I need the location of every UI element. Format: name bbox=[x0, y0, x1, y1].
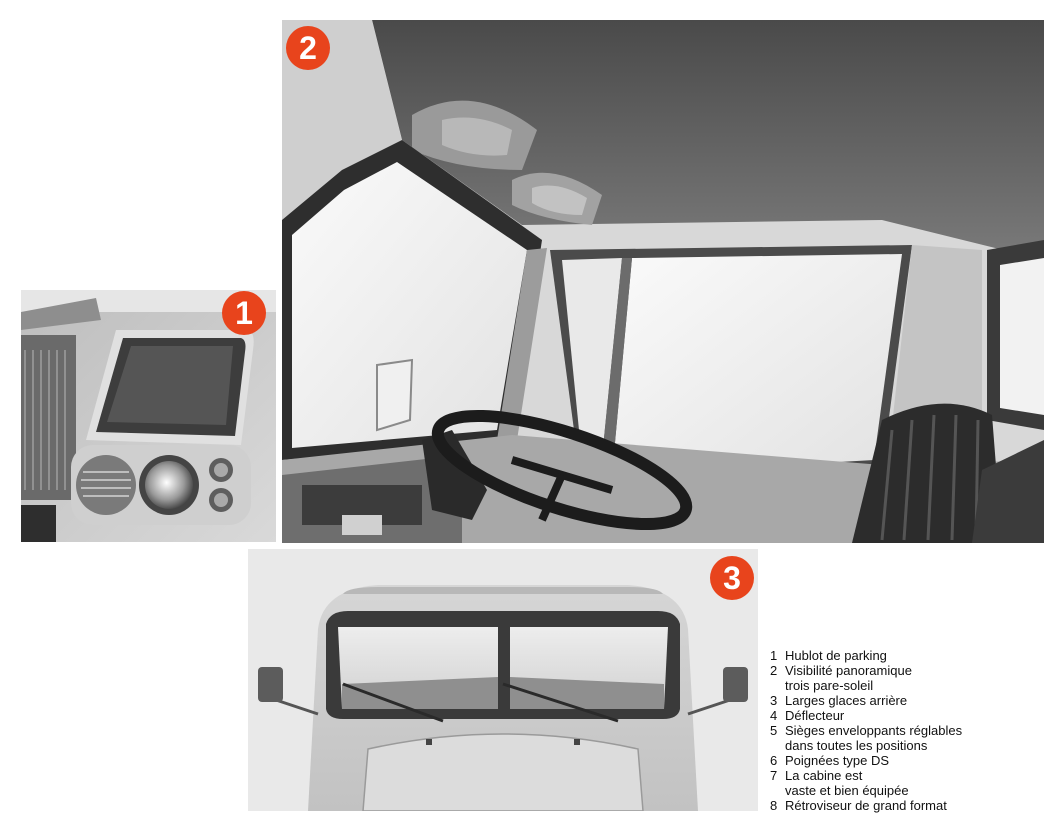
legend-number: 5 bbox=[770, 723, 778, 738]
photo-cab-front-image bbox=[248, 549, 758, 811]
legend-number: 3 bbox=[770, 693, 778, 708]
legend-item: 6 Poignées type DS bbox=[770, 753, 1046, 768]
legend-number: 7 bbox=[770, 768, 778, 783]
legend-text: Déflecteur bbox=[785, 708, 845, 723]
legend-text: Larges glaces arrière bbox=[785, 693, 908, 708]
badge-1: 1 bbox=[222, 291, 266, 335]
legend-text: vaste et bien équipée bbox=[785, 783, 909, 798]
legend-item: 8 Rétroviseur de grand format bbox=[770, 798, 1046, 813]
legend-number: 4 bbox=[770, 708, 778, 723]
feature-legend: 1 Hublot de parking 2 Visibilité panoram… bbox=[770, 648, 1046, 813]
photo-cab-front bbox=[248, 549, 758, 811]
legend-text: trois pare-soleil bbox=[785, 678, 874, 693]
legend-number: 1 bbox=[770, 648, 778, 663]
legend-text: dans toutes les positions bbox=[785, 738, 928, 753]
legend-text: Rétroviseur de grand format bbox=[785, 798, 947, 813]
legend-item: 2 Visibilité panoramique trois pare-sole… bbox=[770, 663, 1046, 693]
badge-3: 3 bbox=[710, 556, 754, 600]
legend-text: Poignées type DS bbox=[785, 753, 890, 768]
legend-item: 3 Larges glaces arrière bbox=[770, 693, 1046, 708]
legend-text: Sièges enveloppants réglables bbox=[785, 723, 963, 738]
legend-item: 1 Hublot de parking bbox=[770, 648, 1046, 663]
legend-item: 5 Sièges enveloppants réglables dans tou… bbox=[770, 723, 1046, 753]
legend-item: 7 La cabine est vaste et bien équipée bbox=[770, 768, 1046, 798]
legend-item: 4 Déflecteur bbox=[770, 708, 1046, 723]
photo-cab-interior bbox=[282, 20, 1044, 543]
legend-text: Hublot de parking bbox=[785, 648, 887, 663]
legend-number: 6 bbox=[770, 753, 778, 768]
legend-number: 8 bbox=[770, 798, 778, 813]
photo-cab-interior-image bbox=[282, 20, 1044, 543]
legend-text: Visibilité panoramique bbox=[785, 663, 912, 678]
legend-number: 2 bbox=[770, 663, 778, 678]
badge-2: 2 bbox=[286, 26, 330, 70]
legend-text: La cabine est bbox=[785, 768, 863, 783]
